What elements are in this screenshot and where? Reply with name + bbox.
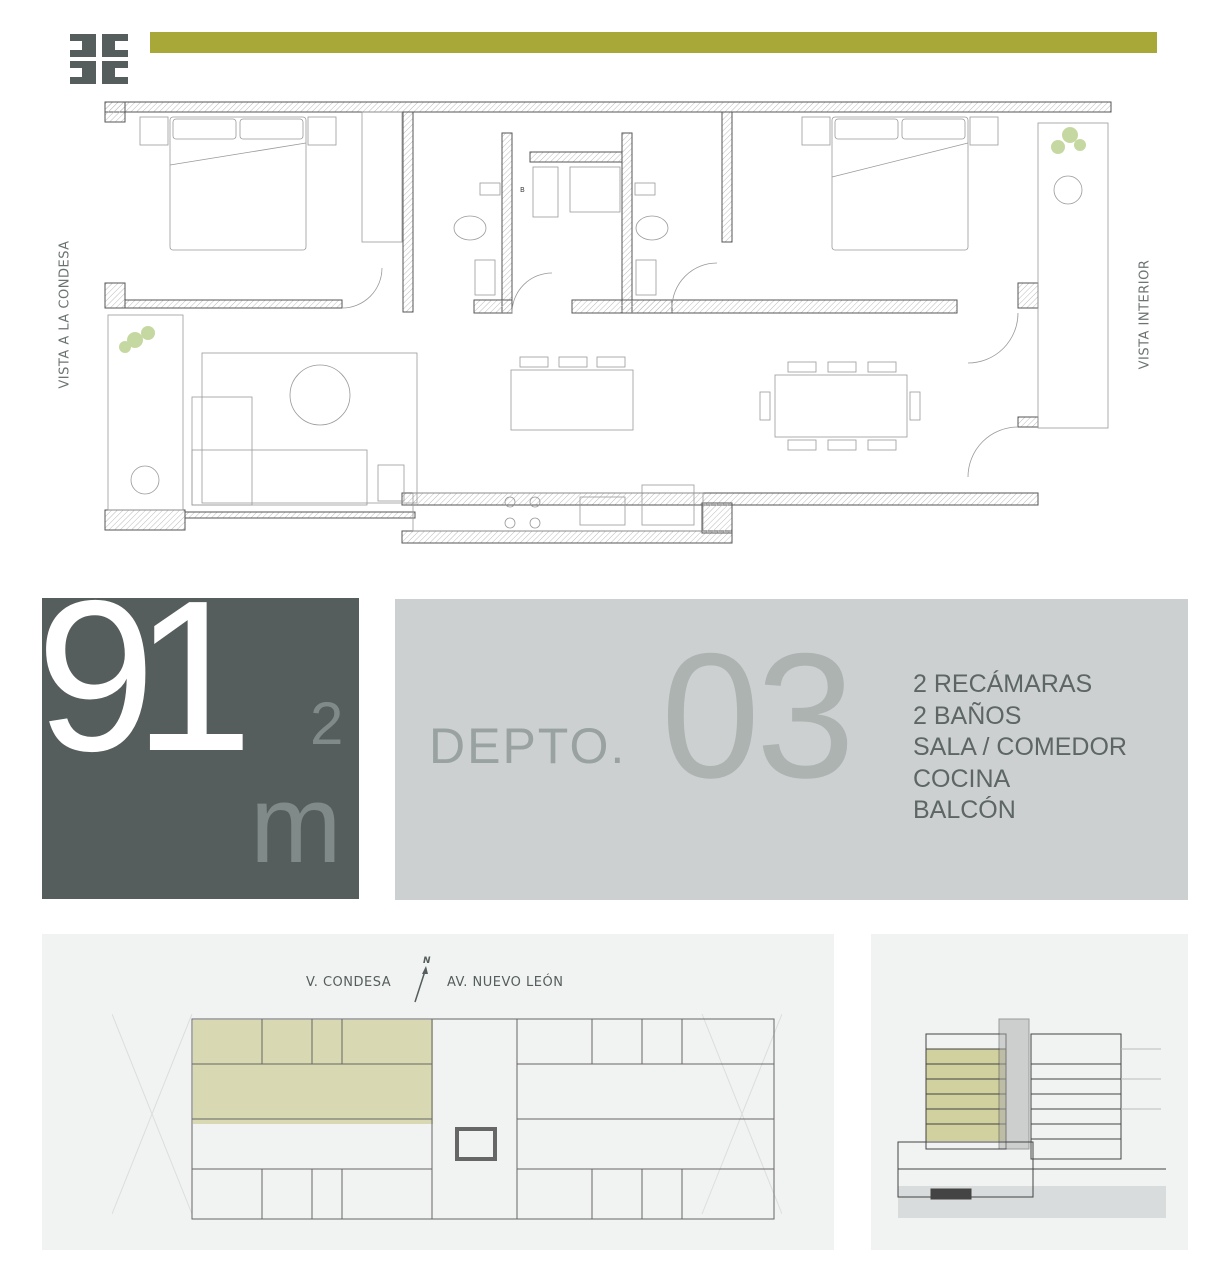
area-unit: m	[250, 763, 342, 886]
brand-logo	[70, 34, 128, 84]
left-street-label: V. CONDESA	[306, 975, 392, 990]
site-plan-drawing	[112, 1014, 782, 1220]
building-section-panel	[871, 934, 1188, 1250]
floor-plan-drawing: B	[104, 101, 1112, 544]
wall	[104, 101, 1112, 113]
left-view-label: VISTA A LA CONDESA	[57, 240, 73, 389]
highlighted-unit	[193, 1020, 433, 1124]
unit-info-panel: DEPTO. 03 2 RECÁMARAS 2 BAÑOS SALA / COM…	[395, 599, 1188, 900]
feature-item: 2 BAÑOS	[913, 701, 1022, 730]
north-label: N	[423, 956, 432, 966]
bath-label: B	[520, 186, 525, 194]
header-accent-bar	[150, 32, 1157, 53]
building-section-drawing	[897, 1018, 1166, 1218]
feature-item: 2 RECÁMARAS	[913, 670, 1093, 698]
feature-item: BALCÓN	[913, 796, 1016, 824]
floor-plan: B VISTA A LA CONDESA VISTA INTERIOR	[40, 95, 1180, 555]
area-value: 91	[42, 598, 253, 796]
right-street-label: AV. NUEVO LEÓN	[447, 975, 564, 990]
feature-item: SALA / COMEDOR	[913, 733, 1127, 761]
area-exponent: 2	[310, 690, 344, 757]
unit-number: 03	[661, 616, 855, 815]
right-view-label: VISTA INTERIOR	[1137, 259, 1153, 370]
unit-prefix: DEPTO.	[429, 718, 627, 774]
feature-list: 2 RECÁMARAS 2 BAÑOS SALA / COMEDOR COCIN…	[913, 669, 1127, 827]
site-plan-panel: V. CONDESA AV. NUEVO LEÓN N	[42, 934, 834, 1250]
area-panel: 91 2 m	[42, 598, 359, 899]
north-arrow-icon	[414, 966, 428, 1003]
feature-item: COCINA	[913, 764, 1011, 793]
